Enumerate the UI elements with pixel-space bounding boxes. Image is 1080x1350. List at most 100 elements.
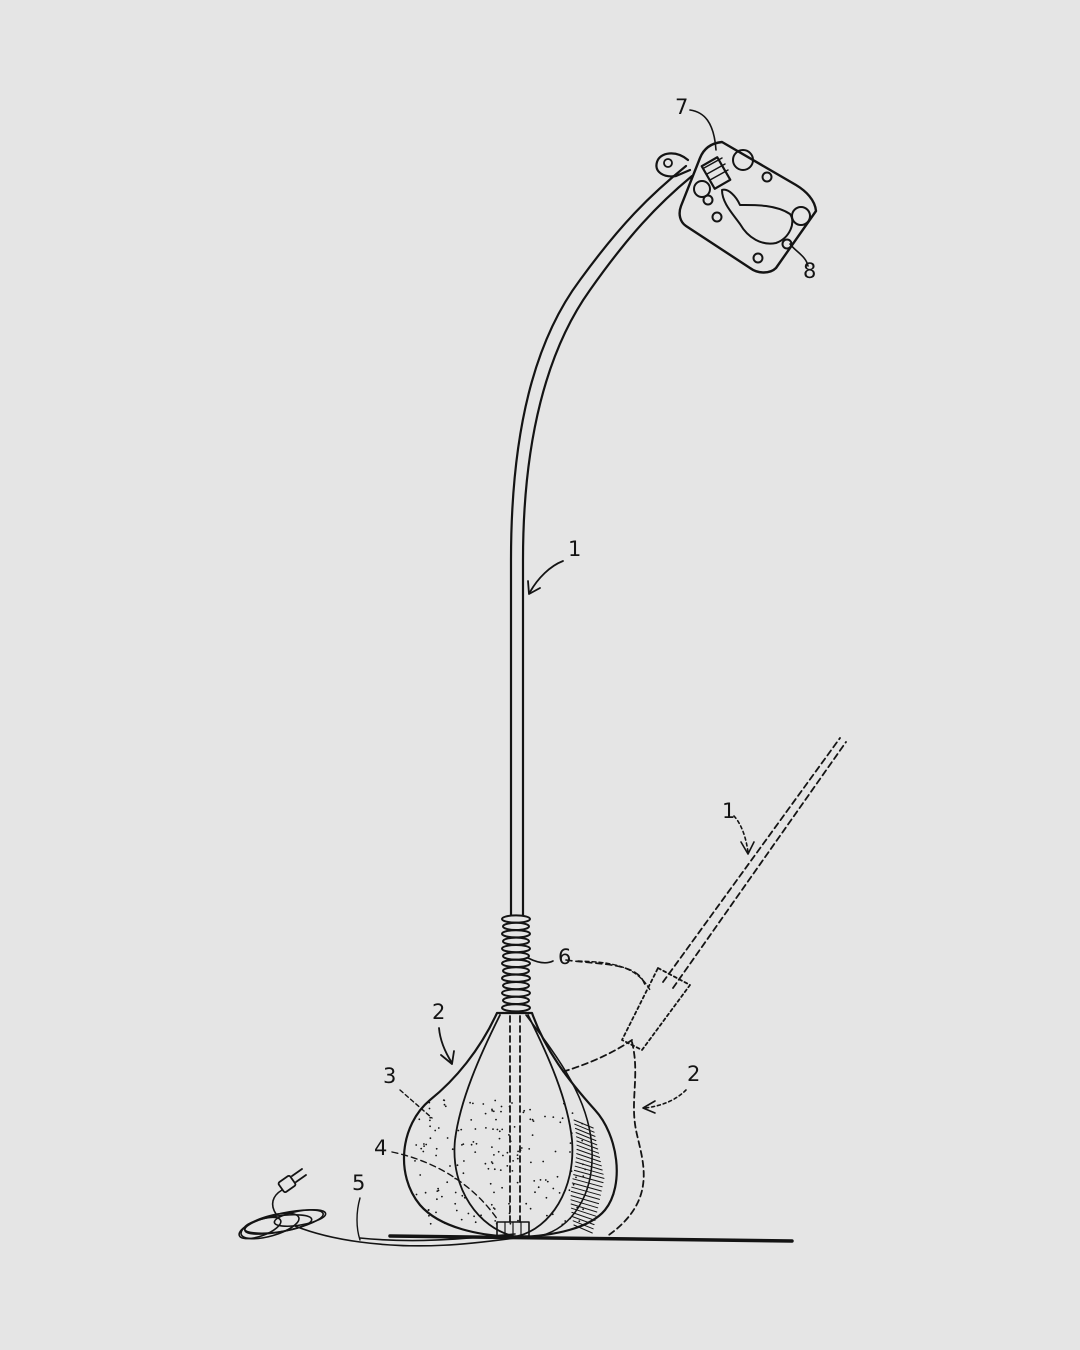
hatch-line	[571, 1211, 596, 1221]
stipple-dot	[519, 1148, 521, 1151]
spring-coil	[501, 973, 531, 983]
label-1-alt: 1	[722, 799, 735, 823]
stipple-dot	[461, 1144, 463, 1146]
stipple-dot	[511, 1102, 513, 1104]
stipple-dot	[460, 1218, 463, 1221]
power-cord	[238, 1168, 516, 1247]
hatch-line	[570, 1199, 599, 1209]
stipple-dot	[508, 1134, 510, 1136]
stipple-dot	[581, 1122, 584, 1125]
stipple-dot	[492, 1207, 495, 1209]
stipple-dot	[429, 1116, 432, 1119]
stipple-dot	[454, 1191, 457, 1194]
stipple-dot	[556, 1175, 559, 1178]
stipple-dot	[494, 1220, 497, 1222]
label-base: 2	[432, 1000, 455, 1065]
stipple-dot	[490, 1161, 493, 1163]
hatch-line	[571, 1186, 601, 1196]
stipple-dot	[582, 1208, 584, 1211]
bulb-icon	[721, 188, 794, 245]
alternate-position	[561, 737, 847, 1238]
stipple-dot	[491, 1109, 494, 1112]
stipple-dot	[576, 1206, 579, 1209]
spring-coil	[502, 936, 530, 946]
label-4: 4	[374, 1136, 387, 1160]
socket	[700, 156, 732, 190]
stipple-dot	[467, 1212, 470, 1215]
stipple-dot	[423, 1143, 425, 1145]
stipple-dot	[575, 1176, 577, 1179]
stipple-dot	[414, 1160, 416, 1162]
stipple-dot	[497, 1150, 500, 1153]
stipple-dot	[542, 1160, 545, 1163]
stipple-dot	[491, 1108, 493, 1111]
stipple-dot	[582, 1175, 585, 1177]
hatch-line	[572, 1220, 594, 1230]
base-shell-outline	[402, 1011, 618, 1239]
spring-coil	[501, 1003, 531, 1013]
stipple-dot	[500, 1105, 503, 1108]
stipple-dot	[492, 1110, 495, 1113]
stipple-dot	[533, 1180, 536, 1182]
stipple-dot	[495, 1118, 497, 1121]
stipple-dot	[446, 1181, 449, 1184]
stipple-dot	[435, 1147, 438, 1150]
stipple-dot	[509, 1140, 512, 1143]
stipple-dot	[493, 1191, 495, 1194]
stipple-dot	[552, 1187, 555, 1190]
hatch-line	[573, 1224, 593, 1234]
stipple-dot	[558, 1192, 561, 1194]
stipple-dot	[534, 1191, 536, 1194]
stipple-dot	[435, 1211, 437, 1214]
stipple-dot	[428, 1214, 430, 1217]
stipple-dot	[570, 1132, 573, 1134]
hatch-line	[570, 1207, 597, 1217]
hatch-line	[575, 1132, 597, 1142]
stipple-dot	[481, 1217, 483, 1220]
label-5: 5	[352, 1171, 365, 1195]
stipple-dot	[528, 1148, 531, 1150]
lamp-base	[402, 1011, 618, 1239]
stipple-dot	[494, 1099, 497, 1102]
stipple-dot	[546, 1214, 548, 1217]
hatch-line	[571, 1182, 602, 1192]
stipple-dot	[563, 1102, 565, 1105]
stipple-dot	[561, 1117, 564, 1120]
stipple-dot	[532, 1120, 535, 1122]
spring-coil	[501, 914, 531, 924]
stipple-dot	[554, 1150, 557, 1153]
stipple-dot	[501, 1186, 503, 1189]
hatch-line	[573, 1174, 604, 1184]
hatch-line	[576, 1136, 598, 1146]
stipple-dot	[539, 1179, 542, 1181]
hatch-line	[570, 1203, 598, 1213]
stipple-dot	[520, 1147, 523, 1149]
spring-coil	[502, 966, 530, 976]
stipple-dot	[463, 1160, 465, 1162]
stipple-dot	[544, 1179, 547, 1181]
lamp-head	[655, 140, 818, 274]
stipple-dot	[443, 1099, 446, 1102]
base-shading	[570, 1119, 605, 1234]
spring-coil	[502, 951, 530, 961]
stipple-dot	[463, 1196, 466, 1199]
stipple-dot	[454, 1136, 457, 1138]
stipple-dot	[523, 1109, 526, 1112]
stipple-dot	[415, 1144, 418, 1146]
stipple-dot	[436, 1198, 438, 1201]
stipple-dot	[470, 1119, 473, 1121]
stipple-dot	[454, 1202, 457, 1205]
hatch-line	[573, 1119, 594, 1129]
stipple-dot	[564, 1220, 567, 1222]
plug-icon	[277, 1168, 307, 1194]
label-3: 3	[383, 1064, 396, 1088]
hatch-line	[570, 1195, 600, 1205]
label-2-alt: 2	[687, 1062, 700, 1086]
label-cord: 5	[352, 1171, 365, 1241]
stipple-dot	[446, 1137, 449, 1139]
stipple-dot	[428, 1101, 431, 1104]
stipple-dot	[546, 1180, 549, 1183]
spring	[501, 914, 531, 1013]
label-6: 6	[558, 945, 571, 969]
